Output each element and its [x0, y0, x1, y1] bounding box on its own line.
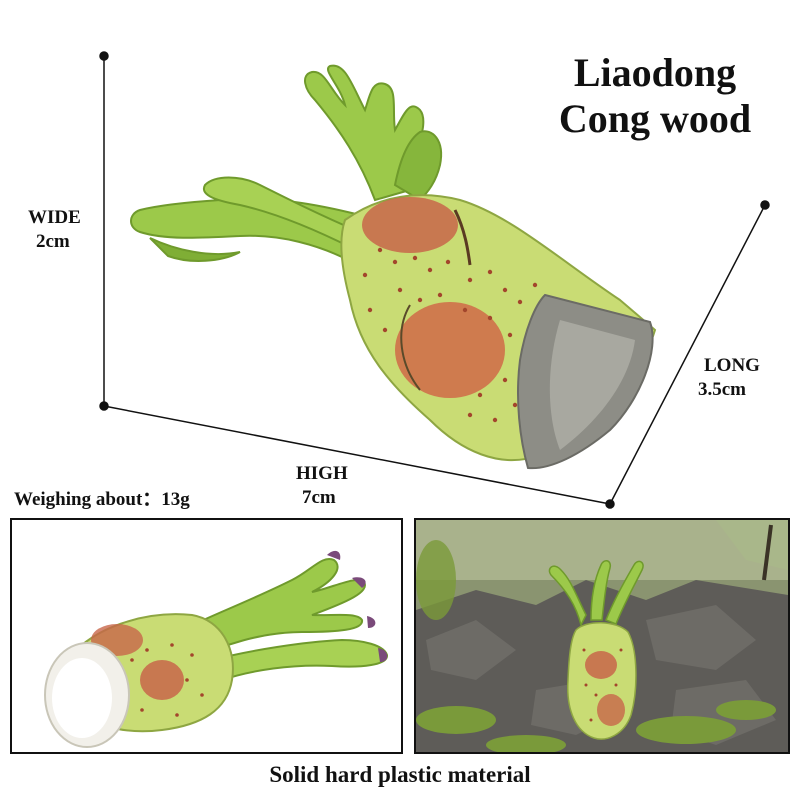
product-title: Liaodong Cong wood	[520, 50, 790, 142]
high-label: HIGH	[296, 463, 348, 484]
product-scene-image	[416, 520, 788, 752]
wide-dimension-label: WIDE 2cm	[28, 206, 81, 254]
high-value: 7cm	[302, 487, 336, 508]
product-side-view-panel	[10, 518, 403, 754]
wide-label: WIDE	[28, 207, 81, 228]
long-label: LONG	[704, 355, 760, 376]
title-line-1: Liaodong	[573, 50, 737, 95]
main-product-illustration	[99, 51, 770, 509]
long-value: 3.5cm	[698, 379, 747, 400]
high-dimension-label: HIGH 7cm	[296, 462, 348, 510]
product-scene-photo-panel	[414, 518, 790, 754]
wide-value: 2cm	[36, 231, 70, 252]
title-line-2: Cong wood	[558, 96, 752, 141]
dimension-lines	[99, 51, 770, 509]
weight-text: Weighing about：13g	[14, 489, 190, 510]
long-dimension-label: LONG 3.5cm	[698, 354, 760, 402]
material-caption: Solid hard plastic material	[269, 762, 531, 787]
bulb-body	[340, 194, 657, 470]
shoot-leaves	[130, 64, 443, 264]
product-side-view-image	[44, 550, 388, 748]
